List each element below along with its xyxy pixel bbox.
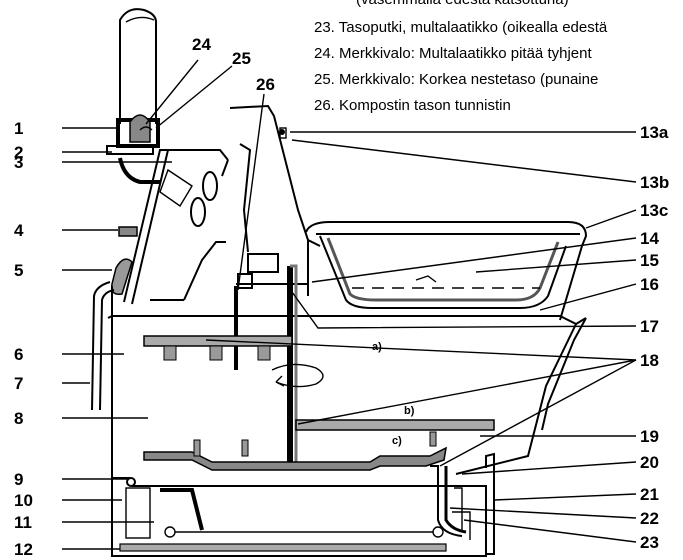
callout-12: 12 xyxy=(14,540,33,559)
callout-9: 9 xyxy=(14,470,23,489)
vent-pipe xyxy=(119,8,157,124)
callout-8: 8 xyxy=(14,409,23,428)
top-cover-plate xyxy=(106,145,154,155)
left-callouts: 1 2 3 4 5 6 7 8 9 10 11 12 xyxy=(14,119,33,559)
callout-4: 4 xyxy=(14,221,24,240)
callout-26: 26 xyxy=(256,75,275,94)
callout-11: 11 xyxy=(14,513,32,532)
mulch-box xyxy=(111,477,487,557)
callout-22: 22 xyxy=(640,509,659,528)
indicator-lights xyxy=(116,114,160,148)
right-callouts: 13a 13b 13c 14 15 16 17 18 19 20 21 22 2… xyxy=(640,123,669,552)
callout-6: 6 xyxy=(14,345,23,364)
liquid-tray xyxy=(305,221,588,321)
callout-24: 24 xyxy=(192,35,211,54)
callout-19: 19 xyxy=(640,427,659,446)
callout-13a: 13a xyxy=(640,123,669,142)
callout-25: 25 xyxy=(232,49,251,68)
drain-tube xyxy=(91,281,111,411)
leader-lines xyxy=(62,59,637,550)
callout-16: 16 xyxy=(640,275,659,294)
bottom-bed xyxy=(143,431,447,471)
callout-1: 1 xyxy=(14,119,23,138)
callout-17: 17 xyxy=(640,317,659,336)
callout-5: 5 xyxy=(14,261,23,280)
rotation-arrow xyxy=(271,363,324,388)
top-callouts: 24 25 26 xyxy=(192,35,275,94)
inner-labels: a) b) c) xyxy=(372,341,415,447)
callout-10: 10 xyxy=(14,491,33,510)
callout-18: 18 xyxy=(640,351,659,370)
callout-20: 20 xyxy=(640,453,659,472)
handle xyxy=(110,258,133,296)
callout-21: 21 xyxy=(640,485,659,504)
callout-23: 23 xyxy=(640,533,659,552)
callout-13b: 13b xyxy=(640,173,669,192)
label-b: b) xyxy=(404,405,415,417)
callout-15: 15 xyxy=(640,251,659,270)
level-tube xyxy=(430,452,495,555)
label-a: a) xyxy=(372,341,382,353)
callout-7: 7 xyxy=(14,374,23,393)
shelf-b xyxy=(295,419,495,431)
shelf-a xyxy=(143,335,293,361)
callout-2: 2 xyxy=(14,143,23,162)
callout-3: 3 xyxy=(14,153,23,172)
hinge-block xyxy=(118,226,138,237)
callout-13c: 13c xyxy=(640,201,668,220)
callout-14: 14 xyxy=(640,229,659,248)
label-c: c) xyxy=(392,435,402,447)
